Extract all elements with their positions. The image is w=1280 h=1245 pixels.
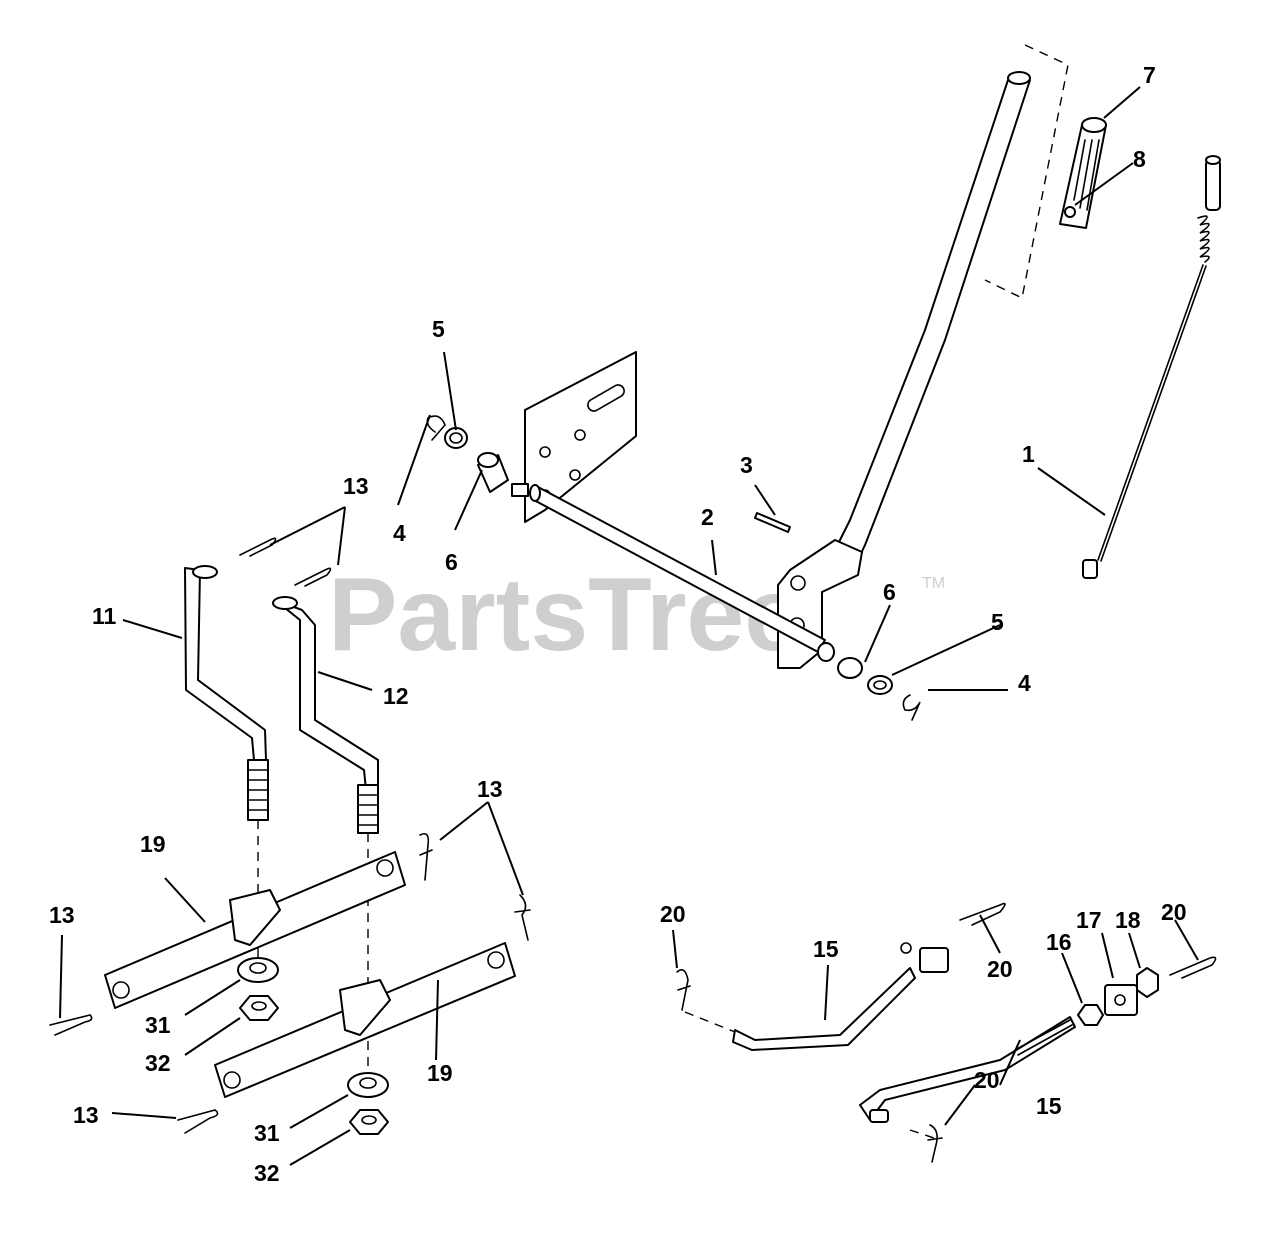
callout-6-upper: 6 (445, 549, 458, 575)
hairpin-clip-20a (676, 969, 691, 1011)
hairpin-clip-13c (419, 832, 433, 881)
grip-plug (1064, 206, 1076, 218)
hairpin-clip-13f (177, 1109, 219, 1134)
rod-upper (732, 942, 949, 1051)
hairpin-clip-20b (959, 902, 1006, 926)
lift-arm-lower (214, 942, 516, 1098)
handle-grip (1059, 117, 1107, 229)
callout-12: 12 (383, 683, 409, 709)
callout-19-lower: 19 (427, 1060, 453, 1086)
hairpin-clip-20c (927, 1124, 943, 1163)
callout-13-bottom: 13 (73, 1102, 99, 1128)
callout-18: 18 (1115, 907, 1141, 933)
spacer-upper (237, 957, 279, 983)
handle-extension-outline (984, 44, 1069, 300)
bushing-upper (477, 452, 509, 493)
callout-19-upper: 19 (140, 831, 166, 857)
callout-3: 3 (740, 452, 753, 478)
nut-lower (349, 1109, 389, 1135)
callout-8: 8 (1133, 146, 1146, 172)
cross-shaft (511, 483, 835, 662)
hex-nut-16 (1077, 1004, 1104, 1026)
callout-15-upper: 15 (813, 936, 839, 962)
callout-4-upper: 4 (393, 520, 406, 546)
watermark-trademark: TM (922, 575, 945, 592)
roll-pin (754, 512, 791, 533)
callout-31-upper: 31 (145, 1012, 171, 1038)
lift-cable (1082, 155, 1221, 579)
callout-1: 1 (1022, 441, 1035, 467)
callout-20-left: 20 (660, 901, 686, 927)
lift-link-left (184, 565, 269, 821)
callout-5-lower: 5 (991, 609, 1004, 635)
hairpin-clip-13e (49, 1014, 93, 1036)
leader-lines (59, 86, 1199, 1166)
callout-6-lower: 6 (883, 579, 896, 605)
lift-handle (777, 71, 1031, 669)
callout-31-lower: 31 (254, 1120, 280, 1146)
ferrule-block-17 (1104, 984, 1138, 1016)
callout-17: 17 (1076, 907, 1102, 933)
callout-7: 7 (1143, 62, 1156, 88)
rod-lower (859, 1016, 1076, 1123)
callout-20-lower: 20 (974, 1067, 1000, 1093)
callout-16: 16 (1046, 929, 1072, 955)
hairpin-clip-20d (1169, 956, 1217, 979)
callout-2: 2 (701, 504, 714, 530)
callout-13-mid: 13 (477, 776, 503, 802)
watermark-text: PartsTree (328, 557, 802, 673)
callout-20-upper: 20 (987, 956, 1013, 982)
hairpin-clip-13a (239, 537, 277, 557)
callout-11: 11 (92, 603, 117, 629)
lift-arm-upper (104, 851, 406, 1009)
hairpin-clip-13d (514, 894, 531, 941)
callout-13-top: 13 (343, 473, 369, 499)
nut-18 (1136, 967, 1159, 998)
washer-lower (867, 675, 893, 695)
callout-15-lower: 15 (1036, 1093, 1062, 1119)
hairpin-clip-13b (294, 567, 332, 587)
hairpin-clip-upper (426, 415, 446, 441)
callout-20-right: 20 (1161, 899, 1187, 925)
callout-32-upper: 32 (145, 1050, 171, 1076)
hairpin-clip-lower (902, 694, 921, 721)
spacer-lower (347, 1072, 389, 1098)
nut-upper (239, 995, 279, 1021)
callout-5-upper: 5 (432, 316, 445, 342)
washer-upper (444, 427, 468, 449)
callout-32-lower: 32 (254, 1160, 280, 1186)
bushing-lower (837, 657, 863, 679)
callout-4-lower: 4 (1018, 670, 1031, 696)
callout-13-left: 13 (49, 902, 75, 928)
